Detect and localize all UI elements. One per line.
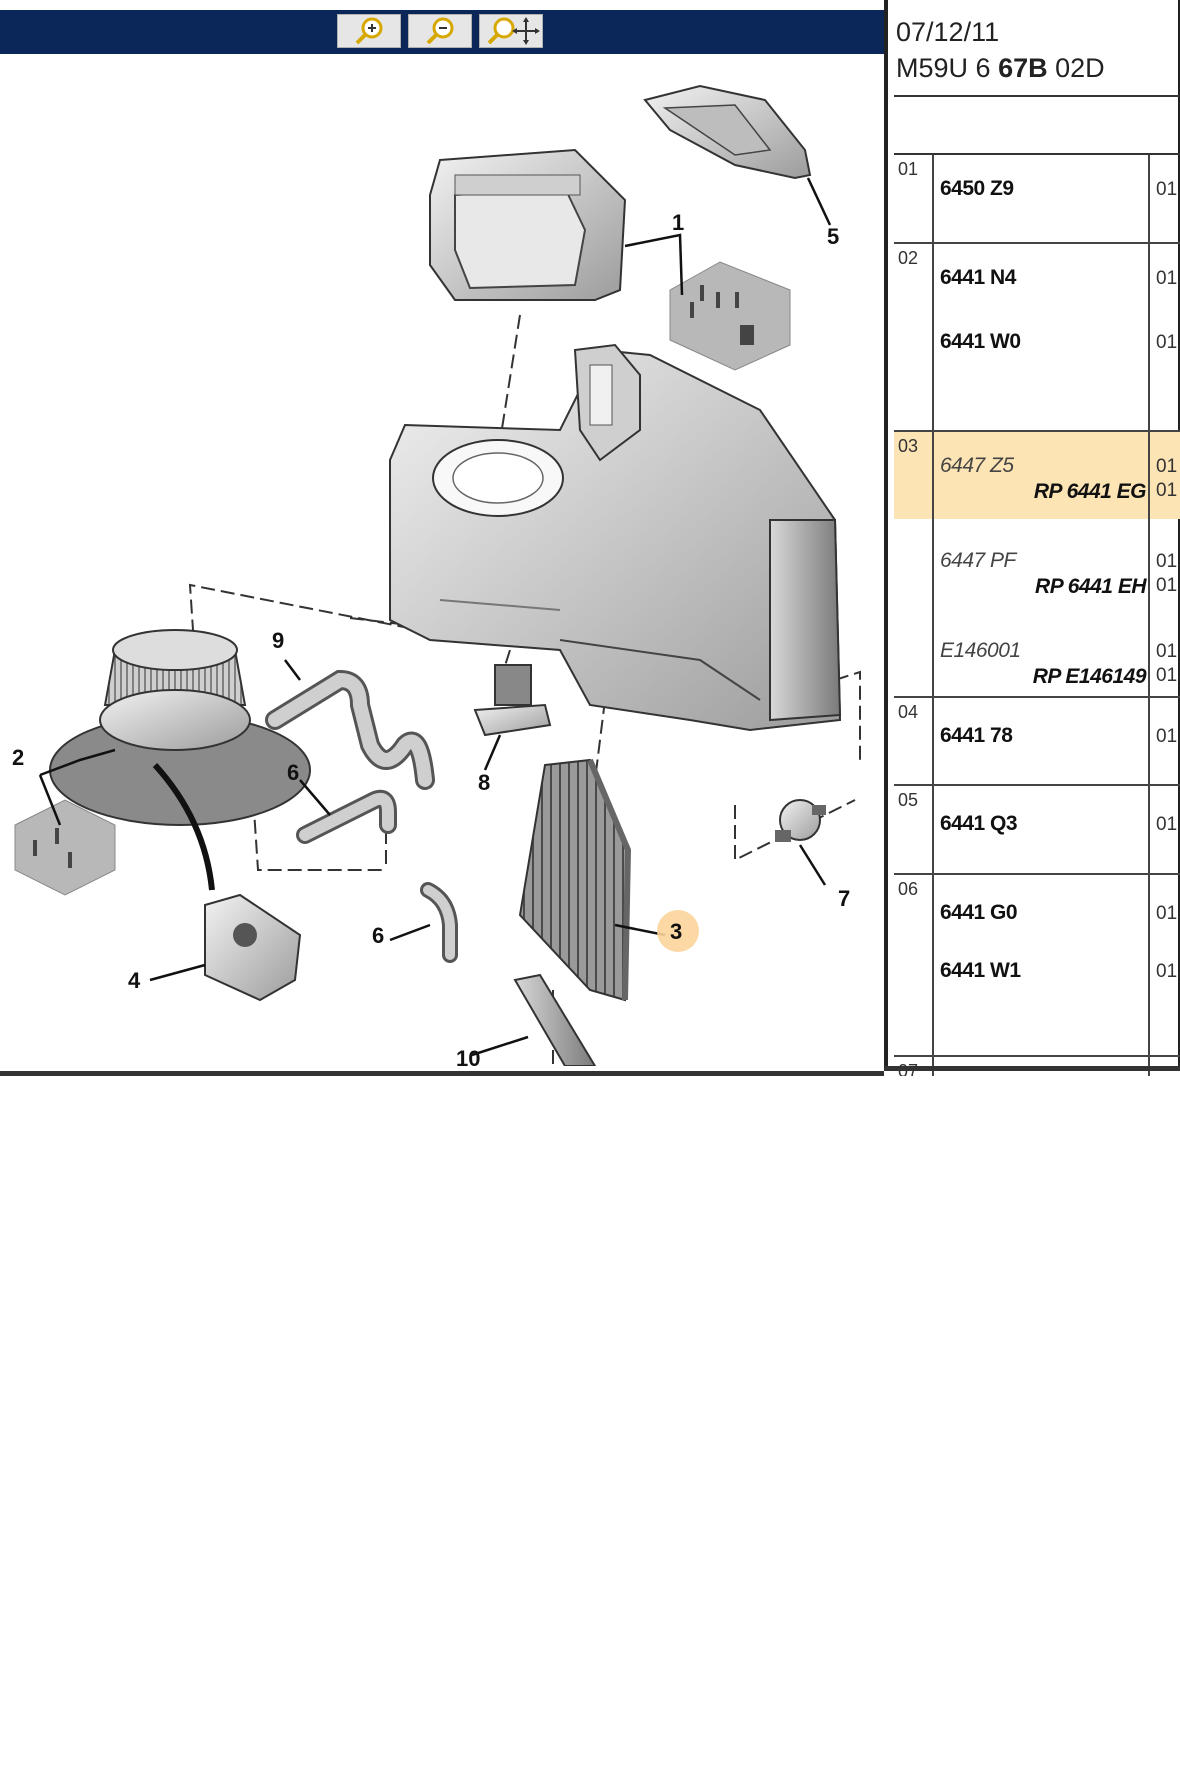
callout-9: 9 — [272, 628, 284, 653]
parts-exploded-diagram: 1 2 3 4 5 6 6 7 8 9 10 — [12, 84, 861, 1066]
main-heater-housing — [389, 343, 842, 732]
callout-3[interactable]: 3 — [670, 919, 682, 944]
callout-10: 10 — [456, 1046, 480, 1066]
parts-row-01[interactable]: 01 6450 Z9 01 — [894, 155, 1180, 244]
catalog-code: M59U 6 67B 02D — [896, 53, 1105, 84]
zoom-out-button[interactable] — [408, 14, 472, 48]
part-ref[interactable]: 6441 N4 — [940, 266, 1016, 289]
zoom-in-icon — [355, 17, 383, 45]
part-ref[interactable]: 6441 Q3 — [940, 812, 1018, 835]
callout-4: 4 — [128, 968, 141, 993]
callout-5: 5 — [827, 224, 839, 249]
part-ref[interactable]: 6441 W0 — [940, 330, 1021, 353]
part-7-sensor — [775, 799, 826, 842]
part-2-screw-kit — [14, 799, 116, 896]
pan-zoom-button[interactable] — [479, 14, 543, 48]
part-ref[interactable]: 6447 PF — [940, 549, 1016, 572]
part-ref[interactable]: 6441 78 — [940, 724, 1013, 747]
part-ref[interactable]: 6450 Z9 — [940, 177, 1014, 200]
callout-6-upper: 6 — [287, 760, 299, 785]
viewer-toolbar — [0, 10, 884, 54]
parts-row-04[interactable]: 04 6441 78 01 — [894, 697, 1180, 786]
parts-table: 01 6450 Z9 01 02 6441 N4 6441 W0 01 01 0… — [894, 155, 1180, 1076]
callout-8: 8 — [478, 770, 490, 795]
catalog-date: 07/12/11 — [896, 17, 1000, 47]
parts-row-03-alternates[interactable]: 6447 PF RP 6441 EH E146001 RP E146149 01… — [894, 519, 1180, 698]
part-1-upper-housing — [429, 148, 627, 301]
replacement-ref[interactable]: RP 6441 EG — [1033, 480, 1147, 503]
part-10-seal-strip — [513, 973, 597, 1066]
diagram-viewer[interactable]: 1 2 3 4 5 6 6 7 8 9 10 — [0, 0, 884, 1076]
part-ref[interactable]: 6441 G0 — [940, 901, 1018, 924]
parts-list-panel: 07/12/11 M59U 6 67B 02D 01 6450 Z9 01 02… — [884, 0, 1180, 1076]
parts-row-02[interactable]: 02 6441 N4 6441 W0 01 01 — [894, 243, 1180, 432]
part-ref[interactable]: E146001 — [940, 639, 1021, 662]
parts-row-03-selected[interactable]: 03 6447 Z5 RP 6441 EG 01 01 — [894, 431, 1180, 519]
part-4-resistor-module — [204, 893, 302, 1002]
replacement-ref[interactable]: RP E146149 — [1032, 665, 1147, 688]
panel-header: 07/12/11 M59U 6 67B 02D — [896, 14, 1105, 87]
callout-3-highlight — [657, 910, 699, 952]
callout-6-lower: 6 — [372, 923, 384, 948]
pan-zoom-icon — [487, 17, 540, 45]
zoom-out-icon — [426, 17, 454, 45]
callout-7: 7 — [838, 886, 850, 911]
part-3-cabin-filter — [518, 758, 632, 1002]
zoom-in-button[interactable] — [337, 14, 401, 48]
replacement-ref[interactable]: RP 6441 EH — [1035, 575, 1146, 598]
part-ref[interactable]: 6441 W1 — [940, 959, 1021, 982]
part-8-connector — [473, 664, 552, 737]
parts-row-05[interactable]: 05 6441 Q3 01 — [894, 785, 1180, 875]
part-5-air-duct-cover — [643, 84, 812, 180]
callout-leaders — [38, 177, 832, 1057]
parts-row-06[interactable]: 06 6441 G0 6441 W1 01 01 — [894, 874, 1180, 1057]
part-ref[interactable]: 6447 Z5 — [940, 454, 1014, 477]
callout-2: 2 — [12, 745, 24, 770]
part-2-blower-motor — [49, 629, 311, 891]
part-1-screw-kit — [669, 261, 791, 371]
callout-1: 1 — [672, 210, 684, 235]
